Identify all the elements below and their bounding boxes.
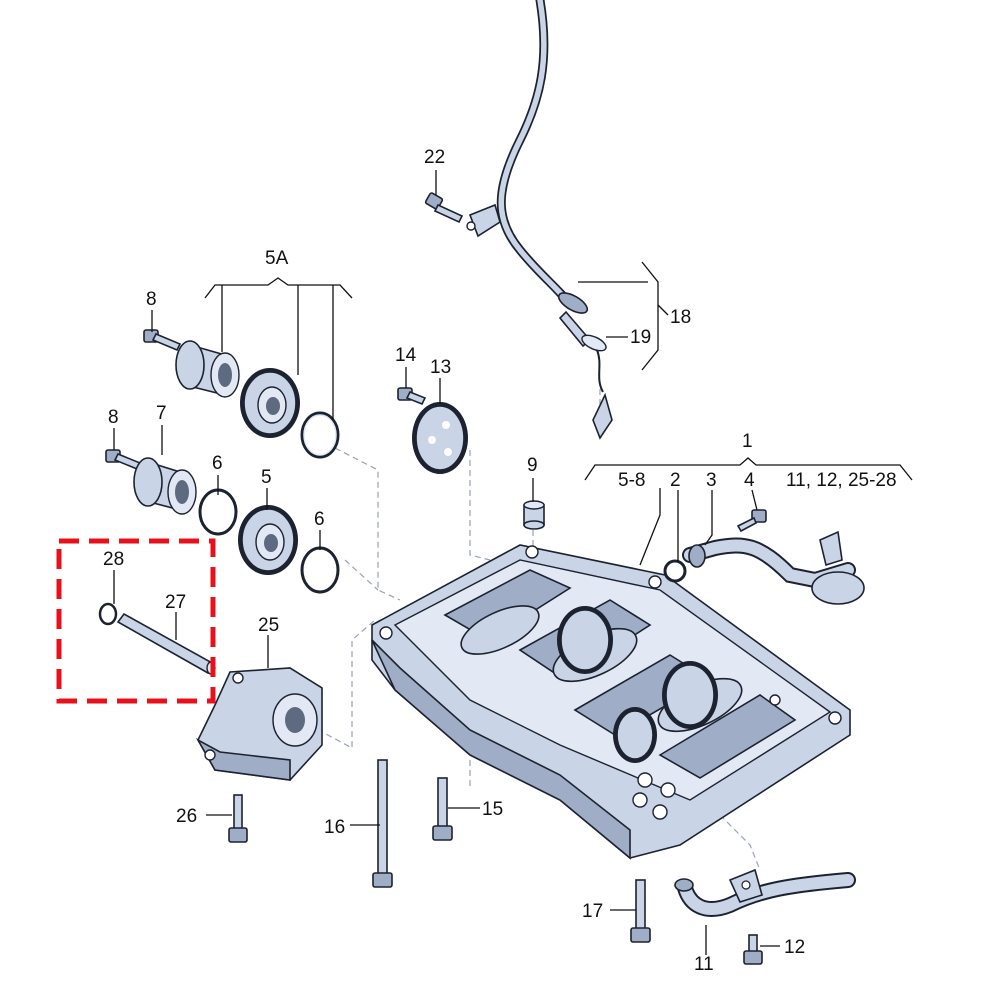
label-19: 19 — [630, 327, 651, 348]
oil-pipe-3 — [682, 530, 865, 605]
gear-5 — [238, 505, 298, 575]
label-11-12-25-28: 11, 12, 25-28 — [786, 470, 897, 491]
label-6-left: 6 — [212, 453, 223, 474]
label-18: 18 — [670, 307, 691, 328]
circlip-top — [300, 411, 340, 459]
balance-shaft-housing — [371, 544, 851, 860]
bolt-12 — [743, 934, 763, 965]
label-7: 7 — [156, 403, 167, 424]
label-11: 11 — [694, 954, 714, 975]
label-3: 3 — [706, 470, 717, 491]
label-4: 4 — [744, 470, 755, 491]
label-2: 2 — [670, 470, 681, 491]
dipstick-guide-tube — [466, 0, 613, 440]
label-8-top: 8 — [146, 289, 157, 310]
label-25: 25 — [258, 615, 279, 636]
label-13: 13 — [430, 357, 451, 378]
bolt-26 — [228, 794, 248, 843]
label-5: 5 — [261, 467, 272, 488]
label-6-right: 6 — [314, 509, 325, 530]
bolt-15 — [432, 777, 453, 841]
bolt-17 — [630, 879, 651, 943]
sleeve-9 — [523, 500, 545, 530]
label-9: 9 — [527, 455, 538, 476]
oil-pump-25 — [195, 667, 323, 781]
leader-lines — [113, 170, 913, 955]
ring-28 — [98, 602, 118, 626]
bearing-bush-top — [175, 340, 240, 398]
label-28: 28 — [103, 549, 124, 570]
circlip-6-right — [300, 546, 340, 594]
label-5-8: 5-8 — [618, 470, 645, 491]
gear-13 — [412, 402, 468, 474]
seal-2 — [663, 559, 687, 583]
bolt-16 — [372, 759, 393, 888]
suction-pipe-11 — [674, 868, 856, 917]
label-26: 26 — [176, 806, 197, 827]
bearing-bush-7 — [133, 457, 197, 515]
label-12: 12 — [784, 937, 805, 958]
label-5A: 5A — [265, 248, 289, 269]
bolt-22 — [424, 192, 464, 224]
bolt-8-top — [143, 329, 182, 352]
bolt-14 — [397, 387, 427, 406]
label-27: 27 — [165, 592, 186, 613]
bolt-4 — [736, 509, 767, 533]
label-8-lower: 8 — [108, 407, 119, 428]
label-14: 14 — [395, 345, 417, 366]
bolt-8-lower — [105, 449, 142, 471]
shaft-27 — [116, 612, 216, 675]
label-22: 22 — [424, 147, 445, 168]
label-1: 1 — [742, 431, 753, 452]
label-16: 16 — [324, 817, 345, 838]
highlight-box — [56, 538, 216, 704]
label-17: 17 — [582, 901, 603, 922]
circlip-6-left — [198, 488, 238, 536]
gear-5A — [240, 368, 300, 438]
part-labels: 1 5-8 2 3 4 11, 12, 25-28 5A 8 8 7 6 5 6… — [103, 147, 897, 975]
label-15: 15 — [482, 799, 503, 820]
